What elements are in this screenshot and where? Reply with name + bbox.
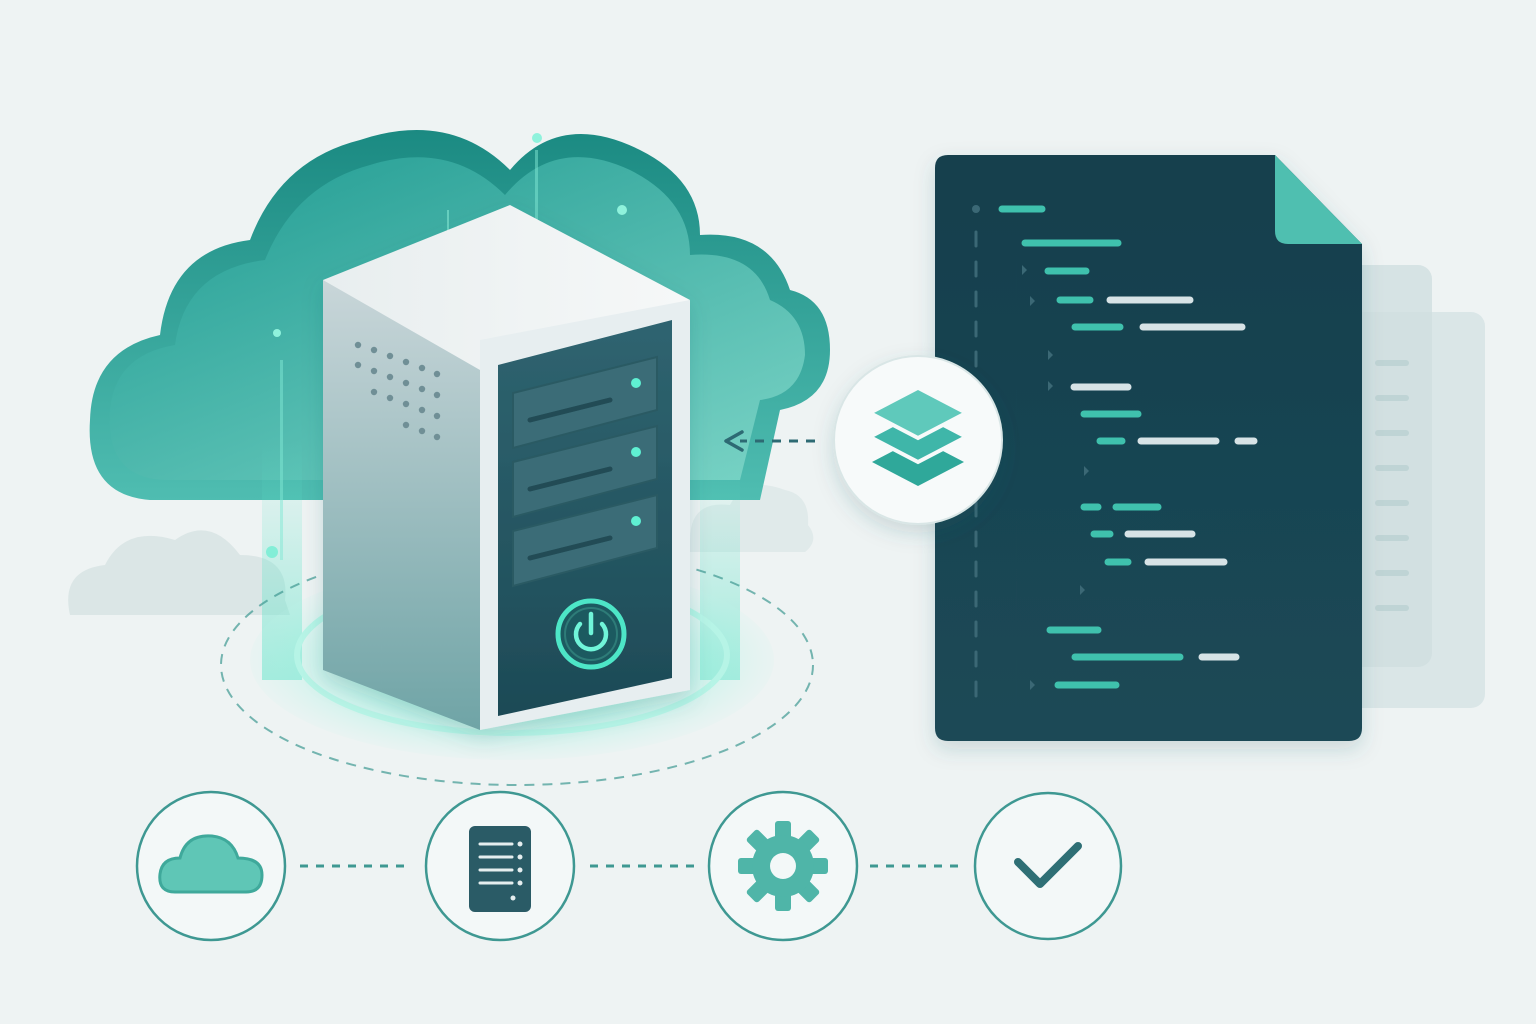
drive-bay [512,493,658,588]
document-server-icon [469,826,531,912]
checkmark-icon [1014,842,1082,888]
cloud-icon [158,834,264,894]
workflow-step-gear[interactable] [707,790,859,942]
vent-holes [354,341,441,441]
workflow-step-cloud[interactable] [135,790,287,942]
workflow-step-check[interactable] [973,791,1123,941]
deploy-arrow [724,430,815,452]
server-icon [323,205,690,730]
workflow-steps [135,790,1123,942]
layers-icon [871,390,965,486]
gear-icon [738,821,828,911]
drive-bay [512,355,658,450]
code-lines [972,205,1258,698]
power-icon [555,598,627,670]
layers-badge [833,355,1003,525]
code-file-icon [935,155,1362,741]
drive-bay [512,424,658,519]
workflow-step-server[interactable] [424,790,576,942]
